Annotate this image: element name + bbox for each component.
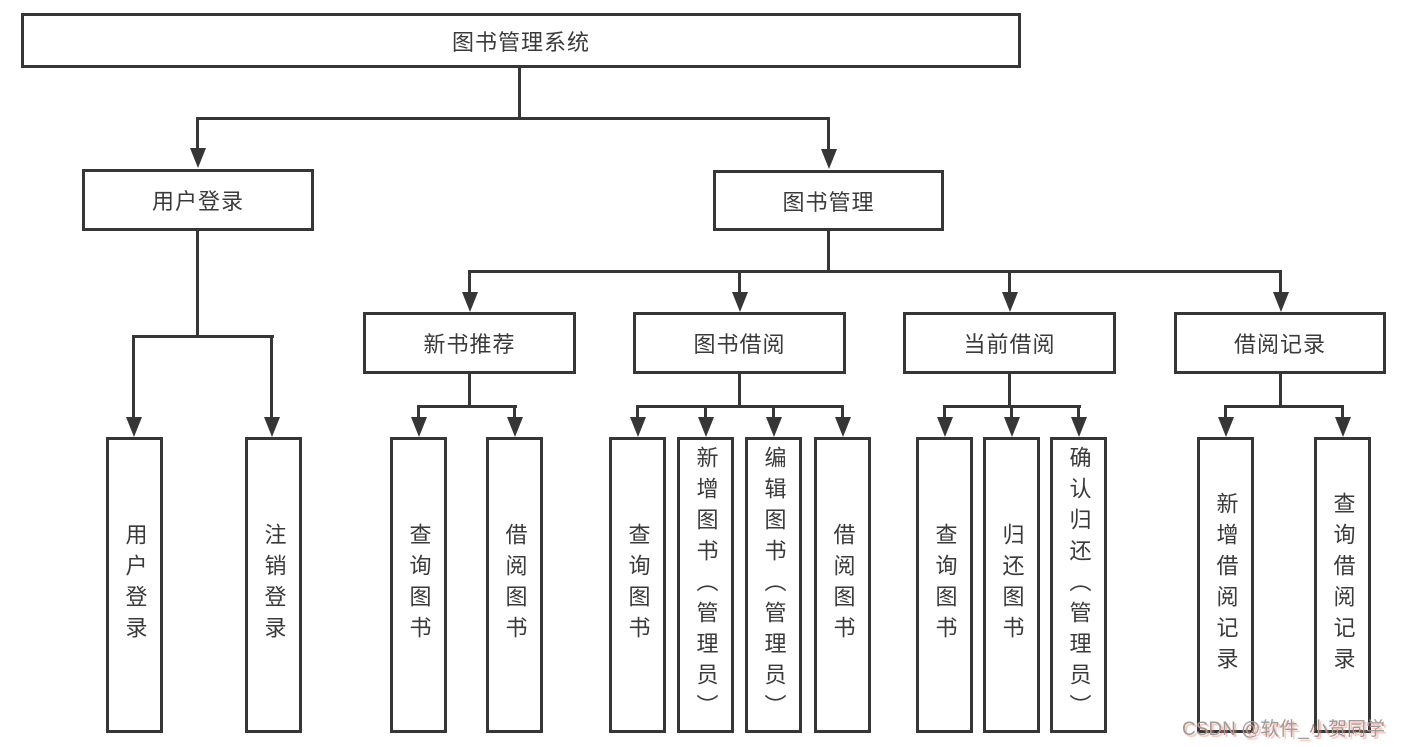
node-leaf-borrow-book-2-label: 借阅图书 [830, 523, 856, 647]
node-leaf-query-borrow-record-label: 查询借阅记录 [1330, 492, 1356, 678]
node-leaf-query-book-3: 查询图书 [916, 437, 973, 733]
node-library-system-label: 图书管理系统 [451, 29, 590, 55]
node-leaf-add-book-admin: 新增图书（管理员） [677, 437, 734, 733]
node-leaf-user-login: 用户登录 [106, 437, 163, 733]
connector-new-book-stem [468, 374, 471, 407]
arrow-down-to-current-borrow [1008, 270, 1011, 292]
arrow-down-leaf [636, 405, 639, 417]
arrow-down-leaf [1341, 405, 1344, 417]
arrow-down-leaf [1010, 405, 1013, 417]
node-leaf-logout-label: 注销登录 [261, 523, 287, 647]
arrow-down-to-login-leaf [132, 335, 135, 417]
node-leaf-query-book-1: 查询图书 [390, 437, 447, 733]
connector-root-stem [518, 68, 521, 119]
node-book-mgmt-label: 图书管理 [782, 189, 875, 215]
connector-book-borrow-bar [636, 405, 844, 408]
arrow-down-leaf [417, 405, 420, 417]
arrow-down-leaf [772, 405, 775, 417]
node-user-login: 用户登录 [82, 169, 314, 231]
node-leaf-query-borrow-record: 查询借阅记录 [1314, 437, 1371, 733]
node-book-mgmt: 图书管理 [713, 170, 944, 231]
connector-user-login-stem [196, 231, 199, 337]
node-leaf-add-borrow-record: 新增借阅记录 [1197, 437, 1254, 733]
node-leaf-confirm-return-admin: 确认归还（管理员） [1050, 437, 1107, 733]
node-leaf-add-borrow-record-label: 新增借阅记录 [1213, 492, 1239, 678]
arrow-down-leaf [1224, 405, 1227, 417]
connector-user-login-bar [132, 335, 274, 338]
connector-root-bar [196, 117, 830, 120]
node-leaf-return-book: 归还图书 [983, 437, 1040, 733]
node-library-system: 图书管理系统 [21, 13, 1021, 68]
arrow-down-leaf [513, 405, 516, 417]
node-book-borrow-label: 图书借阅 [693, 332, 786, 357]
arrow-down-leaf [943, 405, 946, 417]
arrow-down-to-book-borrow [738, 270, 741, 292]
arrow-down-to-book-mgmt [827, 117, 830, 149]
arrow-down-leaf [704, 405, 707, 417]
node-leaf-logout: 注销登录 [245, 437, 302, 733]
node-leaf-user-login-label: 用户登录 [122, 523, 148, 647]
csdn-watermark: CSDN @软件_小贺同学 [1182, 719, 1385, 740]
node-current-borrow: 当前借阅 [903, 312, 1116, 374]
node-borrow-record: 借阅记录 [1174, 312, 1386, 374]
arrow-down-to-logout-leaf [270, 335, 273, 417]
node-leaf-query-book-1-label: 查询图书 [406, 523, 432, 647]
arrow-down-leaf [841, 405, 844, 417]
connector-borrow-record-bar [1224, 405, 1343, 408]
node-leaf-add-book-admin-label: 新增图书（管理员） [693, 445, 719, 725]
node-borrow-record-label: 借阅记录 [1233, 332, 1326, 357]
arrow-down-to-borrow-record [1279, 270, 1282, 292]
arrow-down-leaf [1077, 405, 1080, 417]
node-leaf-borrow-book-1-label: 借阅图书 [502, 523, 528, 647]
node-leaf-return-book-label: 归还图书 [999, 523, 1025, 647]
node-new-book-recommend-label: 新书推荐 [423, 332, 516, 357]
connector-new-book-bar [417, 405, 517, 408]
node-user-login-label: 用户登录 [151, 189, 244, 214]
node-leaf-borrow-book-2: 借阅图书 [814, 437, 871, 733]
node-leaf-query-book-3-label: 查询图书 [932, 523, 958, 647]
arrow-down-to-user-login [196, 117, 199, 148]
arrow-down-to-new-book [468, 270, 471, 292]
node-leaf-edit-book-admin-label: 编辑图书（管理员） [761, 445, 787, 725]
node-leaf-borrow-book-1: 借阅图书 [486, 437, 543, 733]
connector-book-mgmt-stem [827, 231, 830, 272]
connector-book-mgmt-bar [468, 270, 1282, 273]
node-leaf-edit-book-admin: 编辑图书（管理员） [745, 437, 802, 733]
node-leaf-confirm-return-admin-label: 确认归还（管理员） [1066, 445, 1092, 725]
connector-current-borrow-stem [1008, 374, 1011, 407]
node-book-borrow: 图书借阅 [633, 312, 846, 374]
node-leaf-query-book-2: 查询图书 [609, 437, 666, 733]
connector-book-borrow-stem [738, 374, 741, 407]
node-current-borrow-label: 当前借阅 [963, 332, 1056, 357]
node-leaf-query-book-2-label: 查询图书 [625, 523, 651, 647]
connector-borrow-record-stem [1279, 374, 1282, 407]
node-new-book-recommend: 新书推荐 [363, 312, 576, 374]
